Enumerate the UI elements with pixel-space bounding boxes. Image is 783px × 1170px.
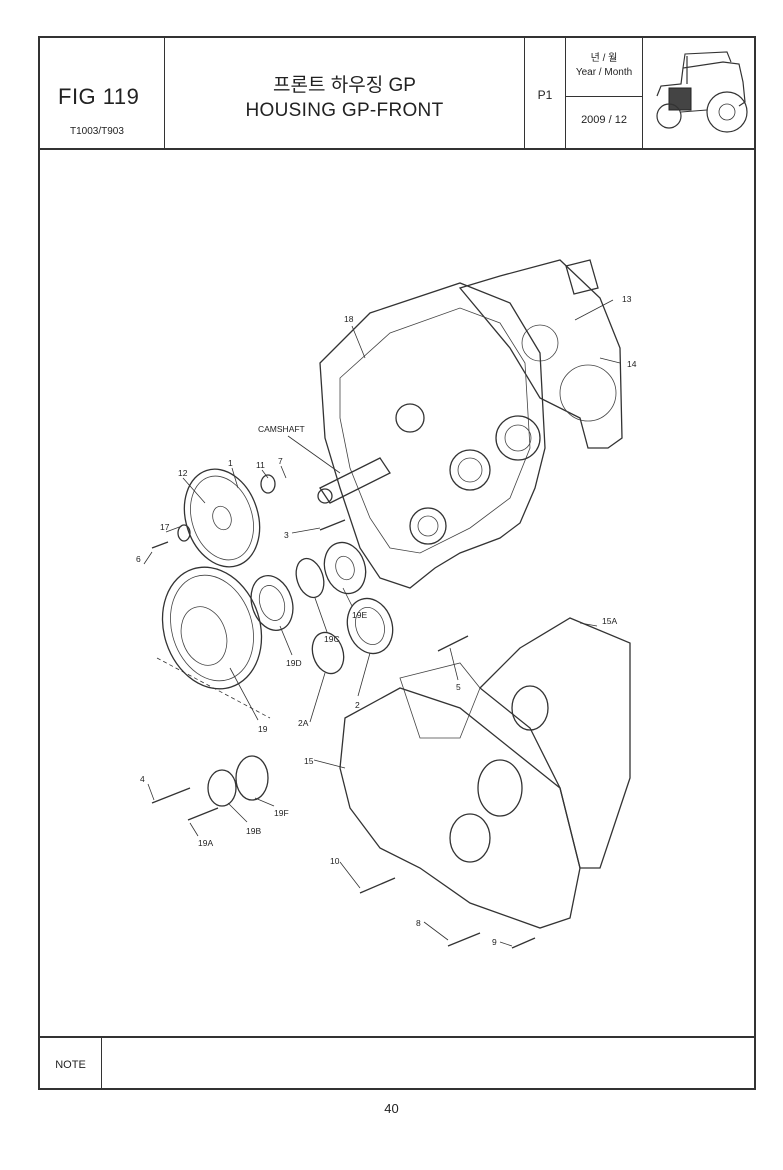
callout-8: 8: [416, 918, 421, 928]
callout-15: 15: [304, 756, 314, 766]
callout-2a: 2A: [298, 718, 309, 728]
callout-1: 1: [228, 458, 233, 468]
parts-sheet: FIG 119 T1003/T903 프론트 하우징 GP HOUSING GP…: [38, 36, 756, 1090]
hub-19e: [323, 541, 367, 595]
rear-gasket-14: [458, 259, 623, 449]
idler-gear-19: [161, 566, 263, 690]
bolt-5: [437, 635, 469, 652]
callout-19b: 19B: [246, 826, 261, 836]
model-code: T1003/T903: [70, 126, 124, 137]
callout-13: 13: [622, 294, 632, 304]
page-number: 40: [384, 1101, 399, 1116]
callout-15a: 15A: [602, 616, 617, 626]
sleeve-2a: [311, 631, 345, 675]
sheet-header: FIG 119 T1003/T903 프론트 하우징 GP HOUSING GP…: [40, 38, 754, 150]
page-code: P1: [537, 88, 553, 102]
date-label-korean: 년 / 월: [590, 53, 618, 64]
cover-plate-13: [565, 259, 599, 295]
callout-19a: 19A: [198, 838, 213, 848]
bolt-10: [359, 877, 396, 894]
figure-number: FIG 119: [58, 84, 140, 109]
callout-12: 12: [178, 468, 188, 478]
callout-19: 19: [258, 724, 268, 734]
note-label: NOTE: [40, 1038, 102, 1090]
callout-3: 3: [284, 530, 289, 540]
callout-10: 10: [330, 856, 340, 866]
tractor-icon-cell: [643, 38, 754, 148]
callout-11: 11: [256, 460, 265, 470]
bolt-9: [511, 937, 536, 949]
title-cell: 프론트 하우징 GP HOUSING GP-FRONT: [165, 38, 525, 148]
tractor-icon: [656, 51, 748, 133]
figure-cell: FIG 119 T1003/T903: [40, 38, 165, 148]
bolt-6: [151, 541, 169, 549]
callout-camshaft: CAMSHAFT: [258, 424, 305, 434]
title-korean: 프론트 하우징 GP: [273, 75, 416, 96]
snap-ring-19c: [295, 557, 325, 599]
callout-19f: 19F: [274, 808, 289, 818]
callout-2: 2: [355, 700, 360, 710]
cam-gear-12: [183, 468, 261, 568]
bearing-19d: [250, 575, 294, 631]
callout-14: 14: [627, 359, 637, 369]
callout-4: 4: [140, 774, 145, 784]
date-label-box: 년 / 월 Year / Month: [566, 38, 642, 97]
date-label-english: Year / Month: [575, 67, 633, 78]
exploded-view-drawing: 13 14 18 CAMSHAFT 12 1 11 7 3 17 6 19E 1…: [40, 148, 754, 1036]
callout-17: 17: [160, 522, 170, 532]
bolt-8: [447, 932, 481, 947]
gasket-15a: [399, 617, 631, 869]
callout-5: 5: [456, 682, 461, 692]
timing-cover-15: [339, 685, 581, 929]
bolt-3: [319, 519, 346, 531]
washer-11: [260, 474, 276, 494]
note-row: NOTE: [40, 1036, 754, 1090]
callout-19c: 19C: [324, 634, 340, 644]
plate-17: [177, 524, 191, 542]
callout-7: 7: [278, 456, 283, 466]
callout-18: 18: [344, 314, 354, 324]
callout-6: 6: [136, 554, 141, 564]
callout-19d: 19D: [286, 658, 302, 668]
exploded-view-svg: 13 14 18 CAMSHAFT 12 1 11 7 3 17 6 19E 1…: [136, 259, 637, 949]
callout-leaders: [143, 299, 621, 947]
callout-19e: 19E: [352, 610, 367, 620]
plate-19b: [207, 769, 237, 807]
seal-2: [346, 597, 394, 655]
bolt-4: [151, 787, 191, 804]
title-english: HOUSING GP-FRONT: [245, 100, 444, 121]
bolt-19a: [187, 807, 219, 821]
front-housing-18: [319, 282, 546, 589]
camshaft: [317, 457, 391, 504]
page-cell: P1: [525, 38, 566, 148]
date-value: 2009 / 12: [581, 114, 627, 126]
date-cell: 년 / 월 Year / Month 2009 / 12: [566, 38, 643, 148]
o-ring-19f: [235, 755, 269, 801]
callout-9: 9: [492, 937, 497, 947]
